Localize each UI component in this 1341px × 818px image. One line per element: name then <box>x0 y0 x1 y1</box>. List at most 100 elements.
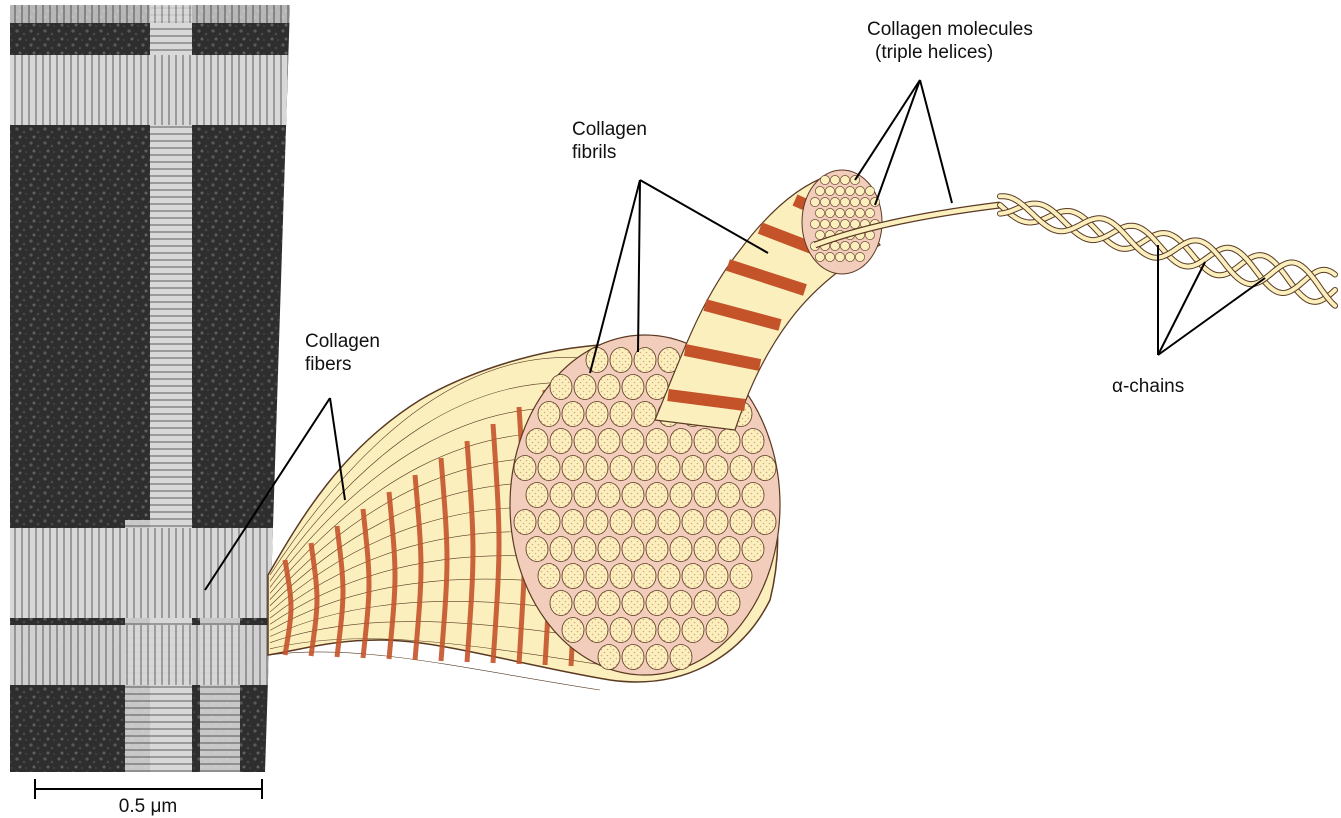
fibril-cross-section <box>586 510 608 535</box>
molecule-cross-section <box>810 219 819 228</box>
label-collagen-fibers-line1: Collagen <box>305 330 380 353</box>
fibril-cross-section <box>526 483 548 508</box>
fibril-cross-section <box>694 537 716 562</box>
fibril-cross-section <box>754 510 776 535</box>
molecule-cross-section <box>835 252 844 261</box>
fibril-cross-section <box>682 510 704 535</box>
fibril-cross-section <box>538 402 560 427</box>
label-alpha-chains: α-chains <box>1112 375 1184 398</box>
fibril-cross-section <box>550 591 572 616</box>
fibril-cross-section <box>622 429 644 454</box>
fibril-cross-section <box>706 510 728 535</box>
molecule-cross-section <box>825 186 834 195</box>
fibril-cross-section <box>742 429 764 454</box>
fibril-cross-section <box>658 618 680 643</box>
label-collagen-molecules: Collagen molecules (triple helices) <box>867 18 1033 64</box>
fibril-cross-section <box>730 456 752 481</box>
fibril-cross-section <box>622 591 644 616</box>
fibril-cross-section <box>742 537 764 562</box>
molecule-cross-section <box>815 252 824 261</box>
fibril-cross-section <box>634 510 656 535</box>
fibril-cross-section <box>586 348 608 373</box>
label-collagen-fibrils-line2: fibrils <box>572 141 647 164</box>
fibril-cross-section <box>526 429 548 454</box>
fibril-cross-section <box>658 564 680 589</box>
fibril-cross-section <box>646 591 668 616</box>
fibril-cross-section <box>550 375 572 400</box>
fibril-cross-section <box>670 429 692 454</box>
fibril-cross-section <box>526 537 548 562</box>
molecule-cross-section <box>830 219 839 228</box>
molecule-cross-section <box>835 186 844 195</box>
fibril-cross-section <box>658 510 680 535</box>
fibril-cross-section <box>634 456 656 481</box>
fibril-cross-section <box>706 456 728 481</box>
fibril-cross-section <box>706 564 728 589</box>
fibril-cross-section <box>718 591 740 616</box>
fibril-cross-section <box>622 375 644 400</box>
fibril-cross-section <box>706 618 728 643</box>
molecule-cross-section <box>830 241 839 250</box>
fibril-cross-section <box>598 537 620 562</box>
fibril-cross-section <box>610 618 632 643</box>
molecule-cross-section <box>835 208 844 217</box>
fibril-cross-section <box>718 483 740 508</box>
molecule-cross-section <box>850 219 859 228</box>
fibril-cross-section <box>646 429 668 454</box>
molecule-cross-section <box>825 252 834 261</box>
molecule-cross-section <box>845 252 854 261</box>
molecule-cross-section <box>820 197 829 206</box>
molecule-cross-section <box>850 197 859 206</box>
molecule-cross-section <box>855 208 864 217</box>
fibril-cross-section <box>718 537 740 562</box>
fibril-cross-section <box>694 483 716 508</box>
fibril-cross-section <box>598 375 620 400</box>
fibril-cross-section <box>646 483 668 508</box>
triple-helix-illustration <box>815 196 1335 306</box>
fibril-cross-section <box>514 510 536 535</box>
molecule-cross-section <box>840 219 849 228</box>
molecule-cross-section <box>825 208 834 217</box>
fibril-cross-section <box>562 456 584 481</box>
molecule-cross-section <box>845 186 854 195</box>
fibril-cross-section <box>694 429 716 454</box>
fibril-cross-section <box>598 429 620 454</box>
label-collagen-molecules-line1: Collagen molecules <box>867 18 1033 41</box>
label-collagen-fibers-line2: fibers <box>305 353 380 376</box>
molecule-cross-section <box>815 186 824 195</box>
fibril-cross-section <box>514 456 536 481</box>
fibril-cross-section <box>622 483 644 508</box>
molecule-cross-section <box>830 197 839 206</box>
fibril-cross-section <box>730 564 752 589</box>
molecule-cross-section <box>865 186 874 195</box>
molecule-cross-section <box>810 197 819 206</box>
fibril-cross-section <box>574 537 596 562</box>
fibril-cross-section <box>598 645 620 670</box>
fibril-cross-section <box>634 618 656 643</box>
fibril-cross-section <box>550 537 572 562</box>
molecule-cross-section <box>815 208 824 217</box>
fibril-cross-section <box>574 375 596 400</box>
electron-micrograph <box>0 0 300 780</box>
fibril-cross-section <box>538 456 560 481</box>
label-collagen-fibrils-line1: Collagen <box>572 118 647 141</box>
fibril-cross-section <box>574 429 596 454</box>
fibril-cross-section <box>538 510 560 535</box>
molecule-cross-section <box>850 241 859 250</box>
fibril-cross-section <box>694 591 716 616</box>
fibril-cross-section <box>682 456 704 481</box>
fibril-cross-section <box>610 510 632 535</box>
fibril-cross-section <box>670 483 692 508</box>
fibril-cross-section <box>586 618 608 643</box>
fibril-cross-section <box>598 483 620 508</box>
fibril-cross-section <box>742 483 764 508</box>
fibril-cross-section <box>610 456 632 481</box>
fibril-cross-section <box>646 537 668 562</box>
fibril-cross-section <box>622 645 644 670</box>
molecule-cross-section <box>865 208 874 217</box>
fibril-cross-section <box>562 510 584 535</box>
scale-bar-label: 0.5 μm <box>98 795 198 818</box>
molecule-cross-section <box>855 186 864 195</box>
fibril-cross-section <box>670 645 692 670</box>
fibril-cross-section <box>574 483 596 508</box>
